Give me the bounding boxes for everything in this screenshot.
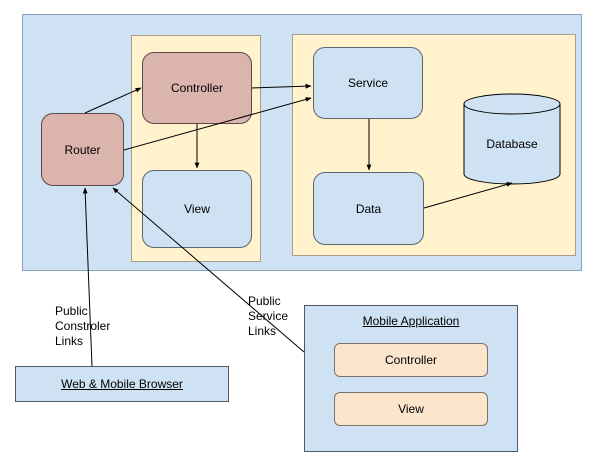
mobile-controller-label: Controller: [384, 353, 438, 367]
view-label: View: [184, 202, 210, 216]
router-to-controller-arrow: [84, 87, 142, 114]
public-service-links-label: Public Service Links: [248, 294, 289, 338]
data-label: Data: [355, 201, 382, 216]
service-label: Service: [347, 76, 388, 90]
mobile-application-container: [304, 305, 518, 452]
data-to-database-arrow: [423, 182, 513, 209]
web-mobile-browser-label: Web & Mobile Browser: [61, 377, 183, 391]
public-controller-links-label: Public Constroler Links: [55, 304, 111, 348]
web-mobile-browser-node[interactable]: Web & Mobile Browser: [15, 366, 229, 402]
controller-label: Controller: [170, 81, 224, 95]
mobile-controller-node[interactable]: Controller: [334, 343, 488, 377]
view-node[interactable]: View: [142, 170, 252, 248]
data-node[interactable]: Data: [313, 172, 424, 245]
browser-to-router-arrow: [82, 187, 93, 367]
database-label: Database: [486, 137, 538, 151]
router-to-service-arrow: [123, 97, 312, 151]
mobile-app-to-router-arrow: [112, 187, 305, 353]
mobile-view-node[interactable]: View: [334, 392, 488, 426]
router-label: Router: [64, 142, 101, 157]
controller-node[interactable]: Controller: [142, 52, 252, 124]
controller-to-service-arrow: [251, 83, 312, 89]
router-node[interactable]: Router: [41, 113, 124, 186]
service-node[interactable]: Service: [313, 47, 423, 119]
mobile-application-title: Mobile Application: [362, 314, 460, 328]
mobile-view-label: View: [398, 402, 424, 416]
